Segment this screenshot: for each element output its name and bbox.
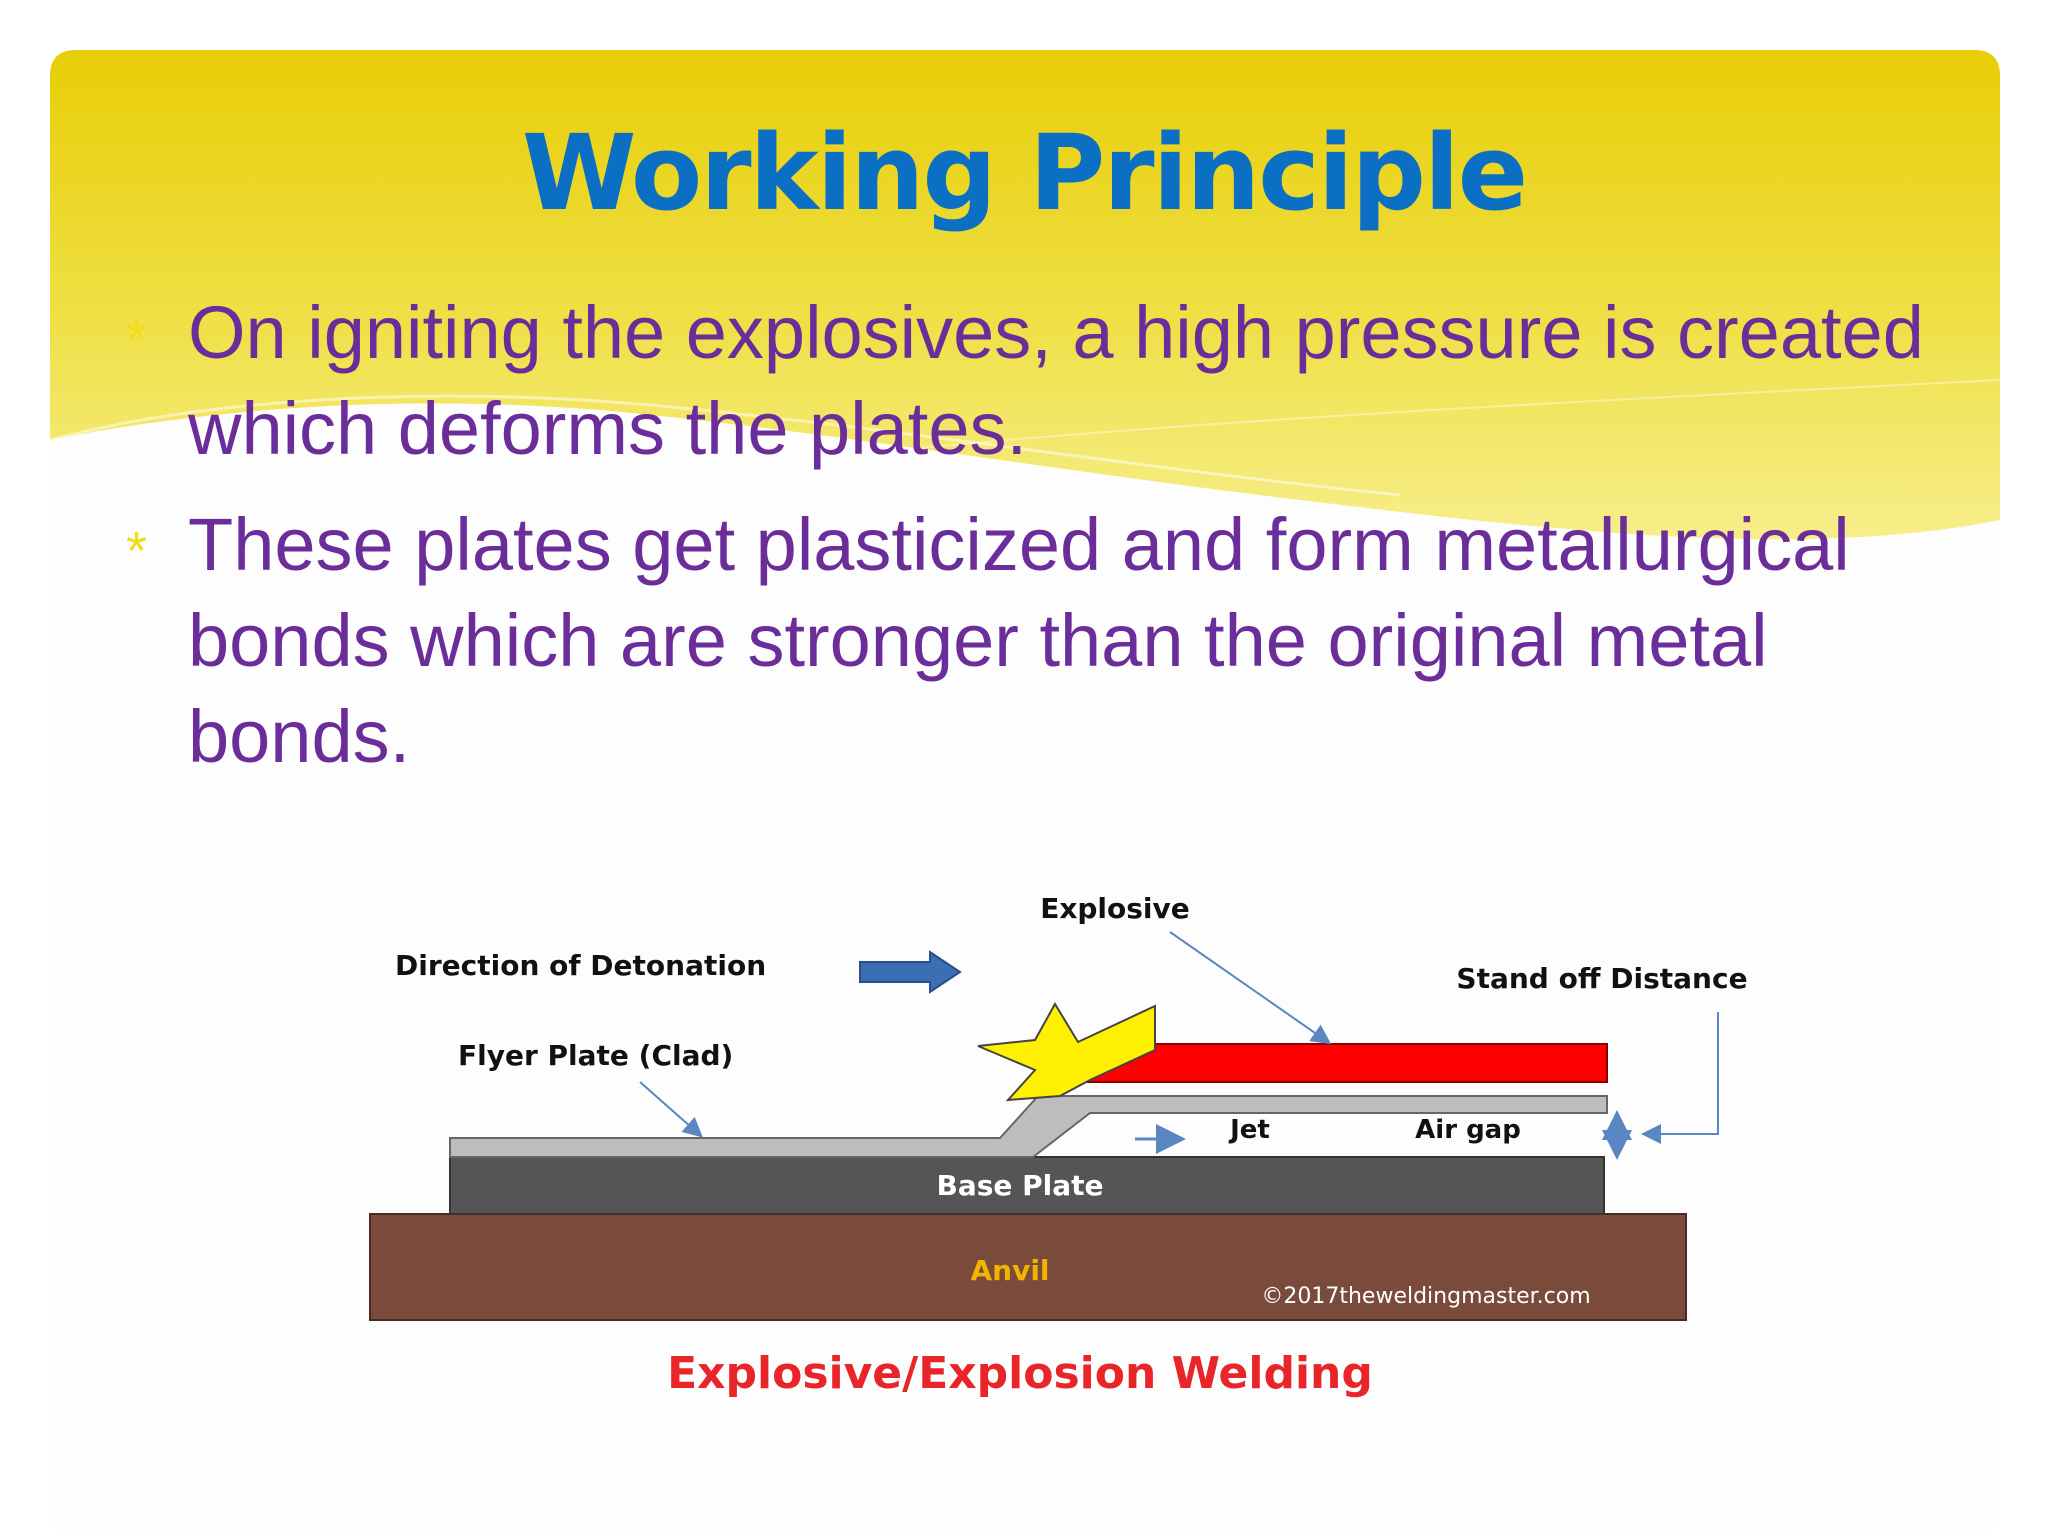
bullet-text: These plates get plasticized and form me… <box>188 503 1850 778</box>
base-plate-label: Base Plate <box>936 1169 1103 1202</box>
asterisk-icon: * <box>126 521 148 581</box>
standoff-label: Stand off Distance <box>1456 962 1747 995</box>
header-band <box>50 50 2000 540</box>
bullet-list: * On igniting the explosives, a high pre… <box>126 285 2000 805</box>
anvil-label: Anvil <box>970 1254 1049 1287</box>
explosive-label: Explosive <box>1040 892 1190 925</box>
flyer-label: Flyer Plate (Clad) <box>458 1039 733 1072</box>
diagram-caption: Explosive/Explosion Welding <box>667 1348 1373 1399</box>
jet-label: Jet <box>1228 1115 1270 1145</box>
base-plate <box>449 1156 1605 1215</box>
bullet-item: * These plates get plasticized and form … <box>126 497 2000 785</box>
bullet-item: * On igniting the explosives, a high pre… <box>126 285 2000 477</box>
explosive-layer <box>1087 1043 1608 1083</box>
detonation-arrow-icon <box>859 950 962 994</box>
detonation-star-icon <box>977 1002 1156 1102</box>
bullet-text: On igniting the explosives, a high press… <box>188 291 1924 470</box>
copyright-text: ©2017theweldingmaster.com <box>1261 1284 1590 1309</box>
asterisk-icon: * <box>126 309 148 369</box>
explosion-welding-diagram: Anvil ©2017theweldingmaster.com Base Pla… <box>369 892 1748 1399</box>
anvil <box>369 1213 1687 1321</box>
airgap-label: Air gap <box>1415 1115 1521 1145</box>
slide-title: Working Principle <box>521 112 1528 234</box>
direction-label: Direction of Detonation <box>395 949 766 982</box>
